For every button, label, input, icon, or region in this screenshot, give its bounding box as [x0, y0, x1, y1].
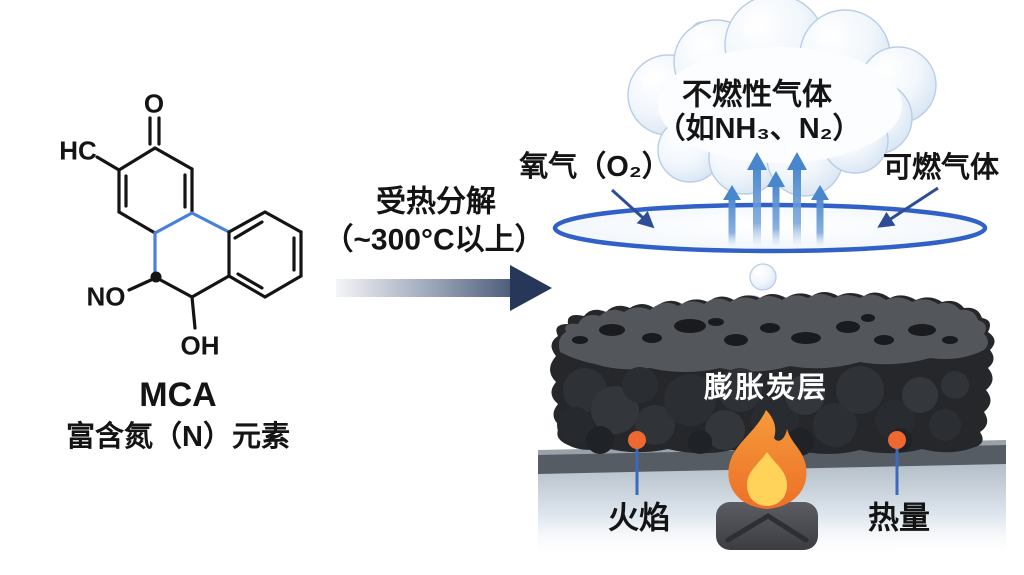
atom-label-hydroxyl: OH [180, 330, 220, 361]
bubble-highlights [642, 18, 892, 87]
flammable-gas-label: 可燃气体 [882, 151, 1000, 184]
reaction-arrow [336, 265, 552, 311]
atom-label-methyl: HC [59, 135, 97, 166]
ketone-double-bond [148, 116, 161, 146]
molecule-name: MCA [139, 376, 217, 415]
reaction-condition-line2: （~300°C以上） [323, 223, 545, 257]
up-arrow [723, 185, 741, 247]
middle-ring-black [153, 230, 231, 299]
methyl-bond [95, 155, 121, 172]
log-base [716, 502, 818, 550]
flame-icon [716, 410, 818, 550]
right-ring [227, 210, 303, 299]
nitroso-bond [127, 278, 153, 292]
flame-callout-dot [628, 431, 646, 449]
reaction-condition-line1: 受热分解 [376, 185, 496, 219]
atom-label-nitroso: NO [86, 281, 126, 312]
flammable-pointer-arrow [877, 186, 939, 228]
up-arrow [767, 171, 785, 247]
radical-dot [150, 271, 162, 283]
char-layer-label: 膨胀炭层 [703, 371, 829, 404]
cloud-label-line2: （如NH₃、N₂） [656, 112, 862, 145]
up-arrow [747, 152, 767, 247]
flame-label: 火焰 [608, 500, 670, 536]
atom-label-oxygen: O [143, 88, 165, 119]
left-ring [117, 146, 194, 235]
flame-inner [747, 452, 787, 506]
oxygen-label: 氧气（O₂） [519, 150, 671, 183]
middle-ring-highlight [153, 211, 231, 279]
callout-markers [628, 431, 906, 495]
oxygen-pointer-arrow [610, 188, 655, 229]
char-top-pores [572, 314, 958, 346]
heat-callout-dot [888, 431, 906, 449]
up-arrows [723, 152, 829, 247]
up-arrow [787, 152, 807, 247]
up-arrow [811, 185, 829, 247]
cloud-label-line1: 不燃性气体 [682, 78, 832, 112]
pointer-arrows [610, 186, 939, 229]
hydroxyl-bond [190, 295, 197, 330]
molecule-structure [95, 116, 303, 330]
gas-cloud [627, 0, 937, 197]
heat-label: 热量 [868, 500, 930, 536]
barrier-disc [552, 202, 988, 254]
molecule-description: 富含氮（N）元素 [66, 420, 290, 453]
